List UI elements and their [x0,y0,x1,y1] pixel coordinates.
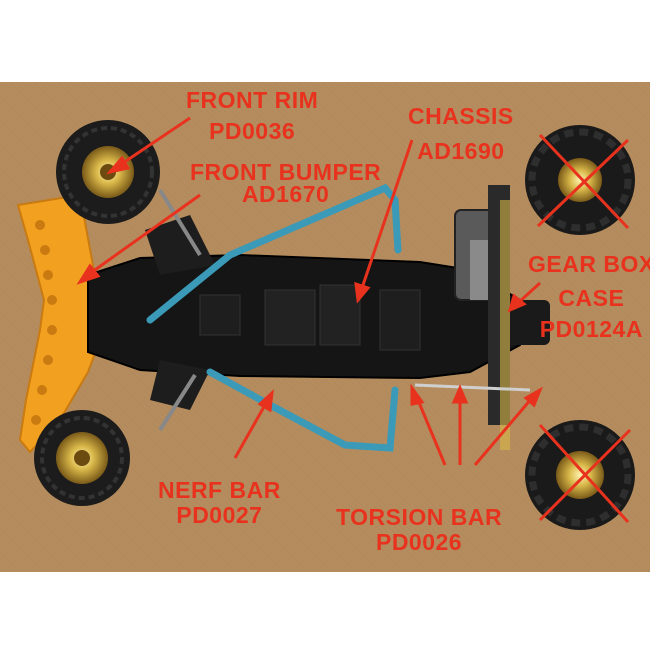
gear-box-line2: CASE [558,285,625,311]
front-left-wheel [56,120,160,224]
gear-box-code: PD0124A [539,316,643,342]
nerf-bar-name: NERF BAR [158,477,281,503]
front-suspension [145,188,215,432]
gear-box-label: GEAR BOX CASE PD0124A [528,252,650,342]
arrows [76,116,543,466]
buggy-scene [0,82,650,572]
front-bumper-name: FRONT BUMPER [190,159,382,185]
rear-left-wheel [525,125,635,235]
chassis-label: CHASSIS AD1690 [408,104,514,164]
nerf-bar-label: NERF BAR PD0027 [158,478,281,528]
rc-buggy-photo [0,82,650,572]
front-rim-name: FRONT RIM [186,87,319,113]
front-bumper [16,193,106,454]
front-right-wheel [34,410,130,506]
torsion-bar-code: PD0026 [375,529,463,555]
nerf-bar [146,183,402,452]
chassis-name: CHASSIS [408,103,514,129]
nerf-bar-code: PD0027 [176,502,263,528]
chassis-code: AD1690 [417,138,505,164]
front-rim-code: PD0036 [209,118,296,144]
rear-right-wheel [525,420,635,530]
torsion-bar-label: TORSION BAR PD0026 [336,505,502,555]
torsion-bar-name: TORSION BAR [336,504,503,530]
front-bumper-code: AD1670 [241,181,330,207]
front-bumper-label: FRONT BUMPER AD1670 [190,160,381,207]
torsion-bar [414,383,531,392]
gear-box-line1: GEAR BOX [528,251,650,277]
front-rim-label: FRONT RIM PD0036 [186,88,318,144]
